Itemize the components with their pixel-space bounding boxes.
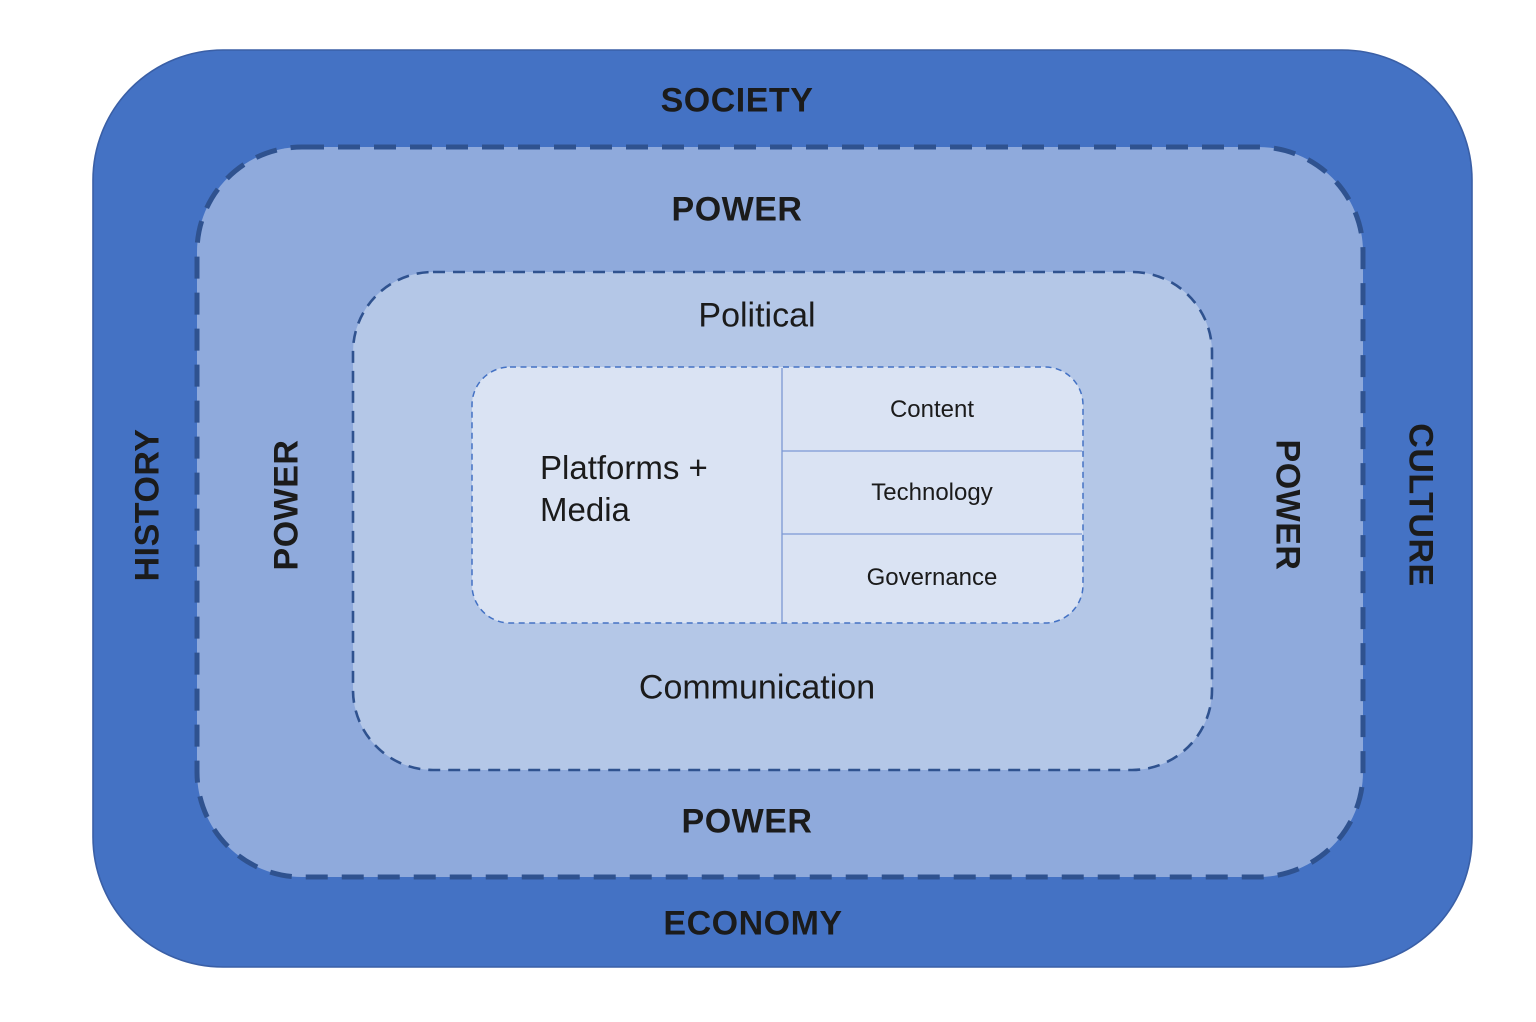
power-top-label: POWER	[671, 190, 803, 229]
content-cell-label: Content	[889, 395, 975, 423]
communication-label: Communication	[638, 668, 876, 707]
governance-cell-label: Governance	[866, 563, 998, 591]
power-right-label: POWER	[1268, 439, 1307, 571]
culture-label: CULTURE	[1401, 423, 1440, 587]
power-bottom-label: POWER	[681, 802, 813, 841]
technology-cell-label: Technology	[871, 478, 993, 506]
platforms-media-label: Platforms + Media	[540, 447, 708, 531]
history-label: HISTORY	[128, 428, 167, 582]
economy-label: ECONOMY	[663, 904, 843, 943]
political-label: Political	[698, 296, 816, 335]
power-left-label: POWER	[267, 439, 306, 571]
core-box-shape	[471, 366, 1084, 624]
society-label: SOCIETY	[660, 81, 814, 120]
platforms-media-line1: Platforms +	[540, 448, 708, 486]
platforms-media-line2: Media	[540, 491, 630, 528]
